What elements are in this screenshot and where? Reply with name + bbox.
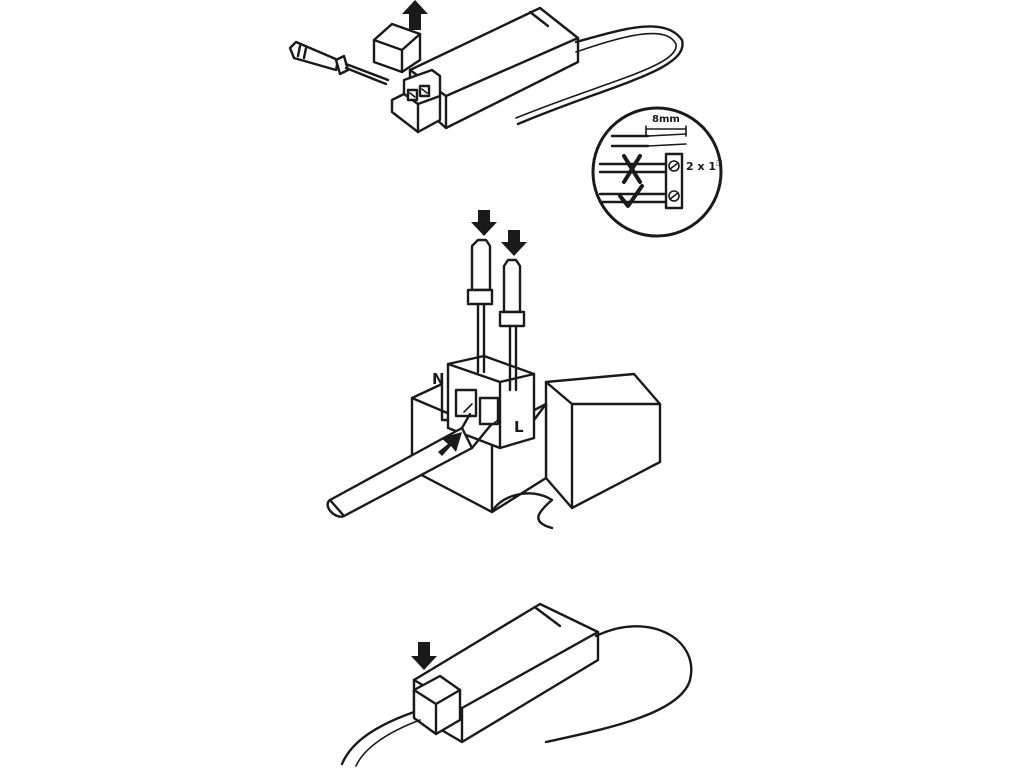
arrow-diagonal-icon (438, 432, 462, 456)
cable-out-step3 (544, 625, 693, 744)
check-icon (618, 184, 644, 208)
screwdriver-right (498, 258, 526, 392)
strip-length-dimension: 8mm (610, 114, 687, 148)
driver-housing-step3 (412, 602, 600, 744)
screwdriver-left (466, 238, 494, 374)
step2-connect-wires: N L (326, 210, 662, 530)
driver-housing-step2 (544, 372, 662, 510)
cable-step1 (516, 25, 684, 126)
terminal-block-step2 (410, 354, 548, 514)
neutral-label: N (432, 370, 445, 388)
removed-cover (372, 22, 422, 74)
arrow-up-icon (402, 0, 428, 30)
wire-spec-label: 2 x 1□ (686, 159, 723, 173)
strip-length-label: 8mm (652, 114, 680, 125)
step3-close-cover (340, 602, 693, 767)
arrow-down-icon (501, 230, 527, 256)
arrow-down-icon (411, 642, 437, 670)
mains-cable-step2 (326, 403, 499, 518)
cross-icon (622, 154, 642, 184)
wire-strip-detail: 8mm 2 x 1□ (591, 106, 723, 238)
cable-in-step3 (340, 710, 416, 766)
arrow-down-icon (471, 210, 497, 236)
live-label: L (514, 418, 524, 436)
terminal-block-step1 (390, 68, 442, 134)
step1-open-cover (288, 0, 684, 134)
screwdriver-step1 (288, 40, 390, 86)
